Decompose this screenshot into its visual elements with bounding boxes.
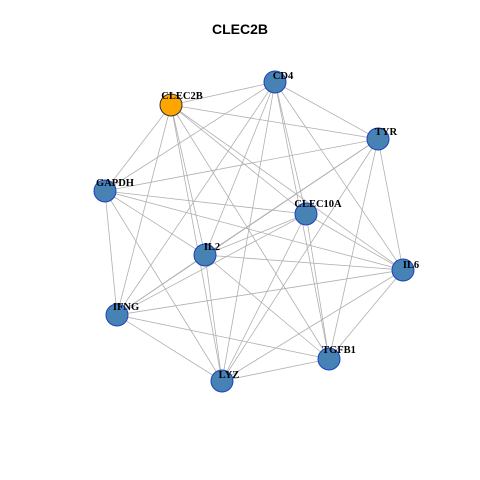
edge-layer <box>104 81 404 382</box>
edge-cd4-gapdh <box>104 81 276 192</box>
edge-ifng-lyz <box>116 314 223 382</box>
node-label-tyr: TYR <box>375 127 398 138</box>
edge-il6-lyz <box>221 269 404 382</box>
edge-clec2b-il2 <box>170 104 206 256</box>
node-layer <box>93 70 415 393</box>
edge-tyr-gapdh <box>104 138 379 192</box>
node-ifng <box>105 303 129 327</box>
node-tgfb1 <box>317 347 341 371</box>
edge-cd4-clec10a <box>274 81 307 215</box>
edge-clec2b-gapdh <box>104 104 172 192</box>
node-tyr <box>366 127 390 151</box>
node-label-gapdh: GAPDH <box>96 178 134 189</box>
node-label-clec2b: CLEC2B <box>161 91 202 102</box>
node-il6 <box>391 258 415 282</box>
edge-clec2b-cd4 <box>170 81 276 106</box>
edge-clec2b-clec10a <box>170 104 307 215</box>
node-gapdh <box>93 179 117 203</box>
node-label-il2: IL2 <box>204 242 220 253</box>
edge-clec2b-il6 <box>170 104 404 271</box>
edge-gapdh-clec10a <box>104 190 307 215</box>
node-label-ifng: IFNG <box>113 302 139 313</box>
node-label-tgfb1: TGFB1 <box>322 345 356 356</box>
edge-gapdh-il6 <box>104 190 404 271</box>
node-label-cd4: CD4 <box>273 71 294 82</box>
edge-ifng-tgfb1 <box>116 314 330 360</box>
edge-lyz-tgfb1 <box>221 358 330 382</box>
edge-clec2b-ifng <box>116 104 172 316</box>
edge-tyr-lyz <box>221 138 379 382</box>
edge-cd4-lyz <box>221 81 276 382</box>
edge-clec10a-il6 <box>305 213 404 271</box>
edge-gapdh-lyz <box>104 190 223 382</box>
edge-il2-lyz <box>204 254 223 382</box>
edge-il2-il6 <box>204 254 404 271</box>
edge-cd4-il2 <box>204 81 276 256</box>
node-clec10a <box>294 202 318 226</box>
node-lyz <box>210 369 234 393</box>
edge-il2-tgfb1 <box>204 254 330 360</box>
edge-clec10a-ifng <box>116 213 307 316</box>
node-clec2b <box>159 93 183 117</box>
edge-gapdh-ifng <box>104 190 118 316</box>
figure-title: CLEC2B <box>211 21 268 37</box>
node-label-il6: IL6 <box>403 260 419 271</box>
edge-cd4-il6 <box>274 81 404 271</box>
edge-il6-tgfb1 <box>328 269 404 360</box>
edge-cd4-tyr <box>274 81 379 140</box>
node-cd4 <box>263 70 287 94</box>
edge-il2-ifng <box>116 254 206 316</box>
edge-clec10a-lyz <box>221 213 307 382</box>
node-il2 <box>193 243 217 267</box>
edge-tyr-il6 <box>377 138 404 271</box>
edge-clec2b-tyr <box>170 104 379 140</box>
edge-tyr-tgfb1 <box>328 138 379 360</box>
edge-clec10a-il2 <box>204 213 307 256</box>
edge-gapdh-il2 <box>104 190 206 256</box>
node-label-lyz: LYZ <box>219 370 240 381</box>
edge-clec10a-tgfb1 <box>305 213 330 360</box>
edge-il6-ifng <box>116 269 404 316</box>
edge-clec2b-tgfb1 <box>170 104 330 360</box>
node-label-clec10a: CLEC10A <box>294 199 342 210</box>
edge-cd4-ifng <box>116 81 276 316</box>
